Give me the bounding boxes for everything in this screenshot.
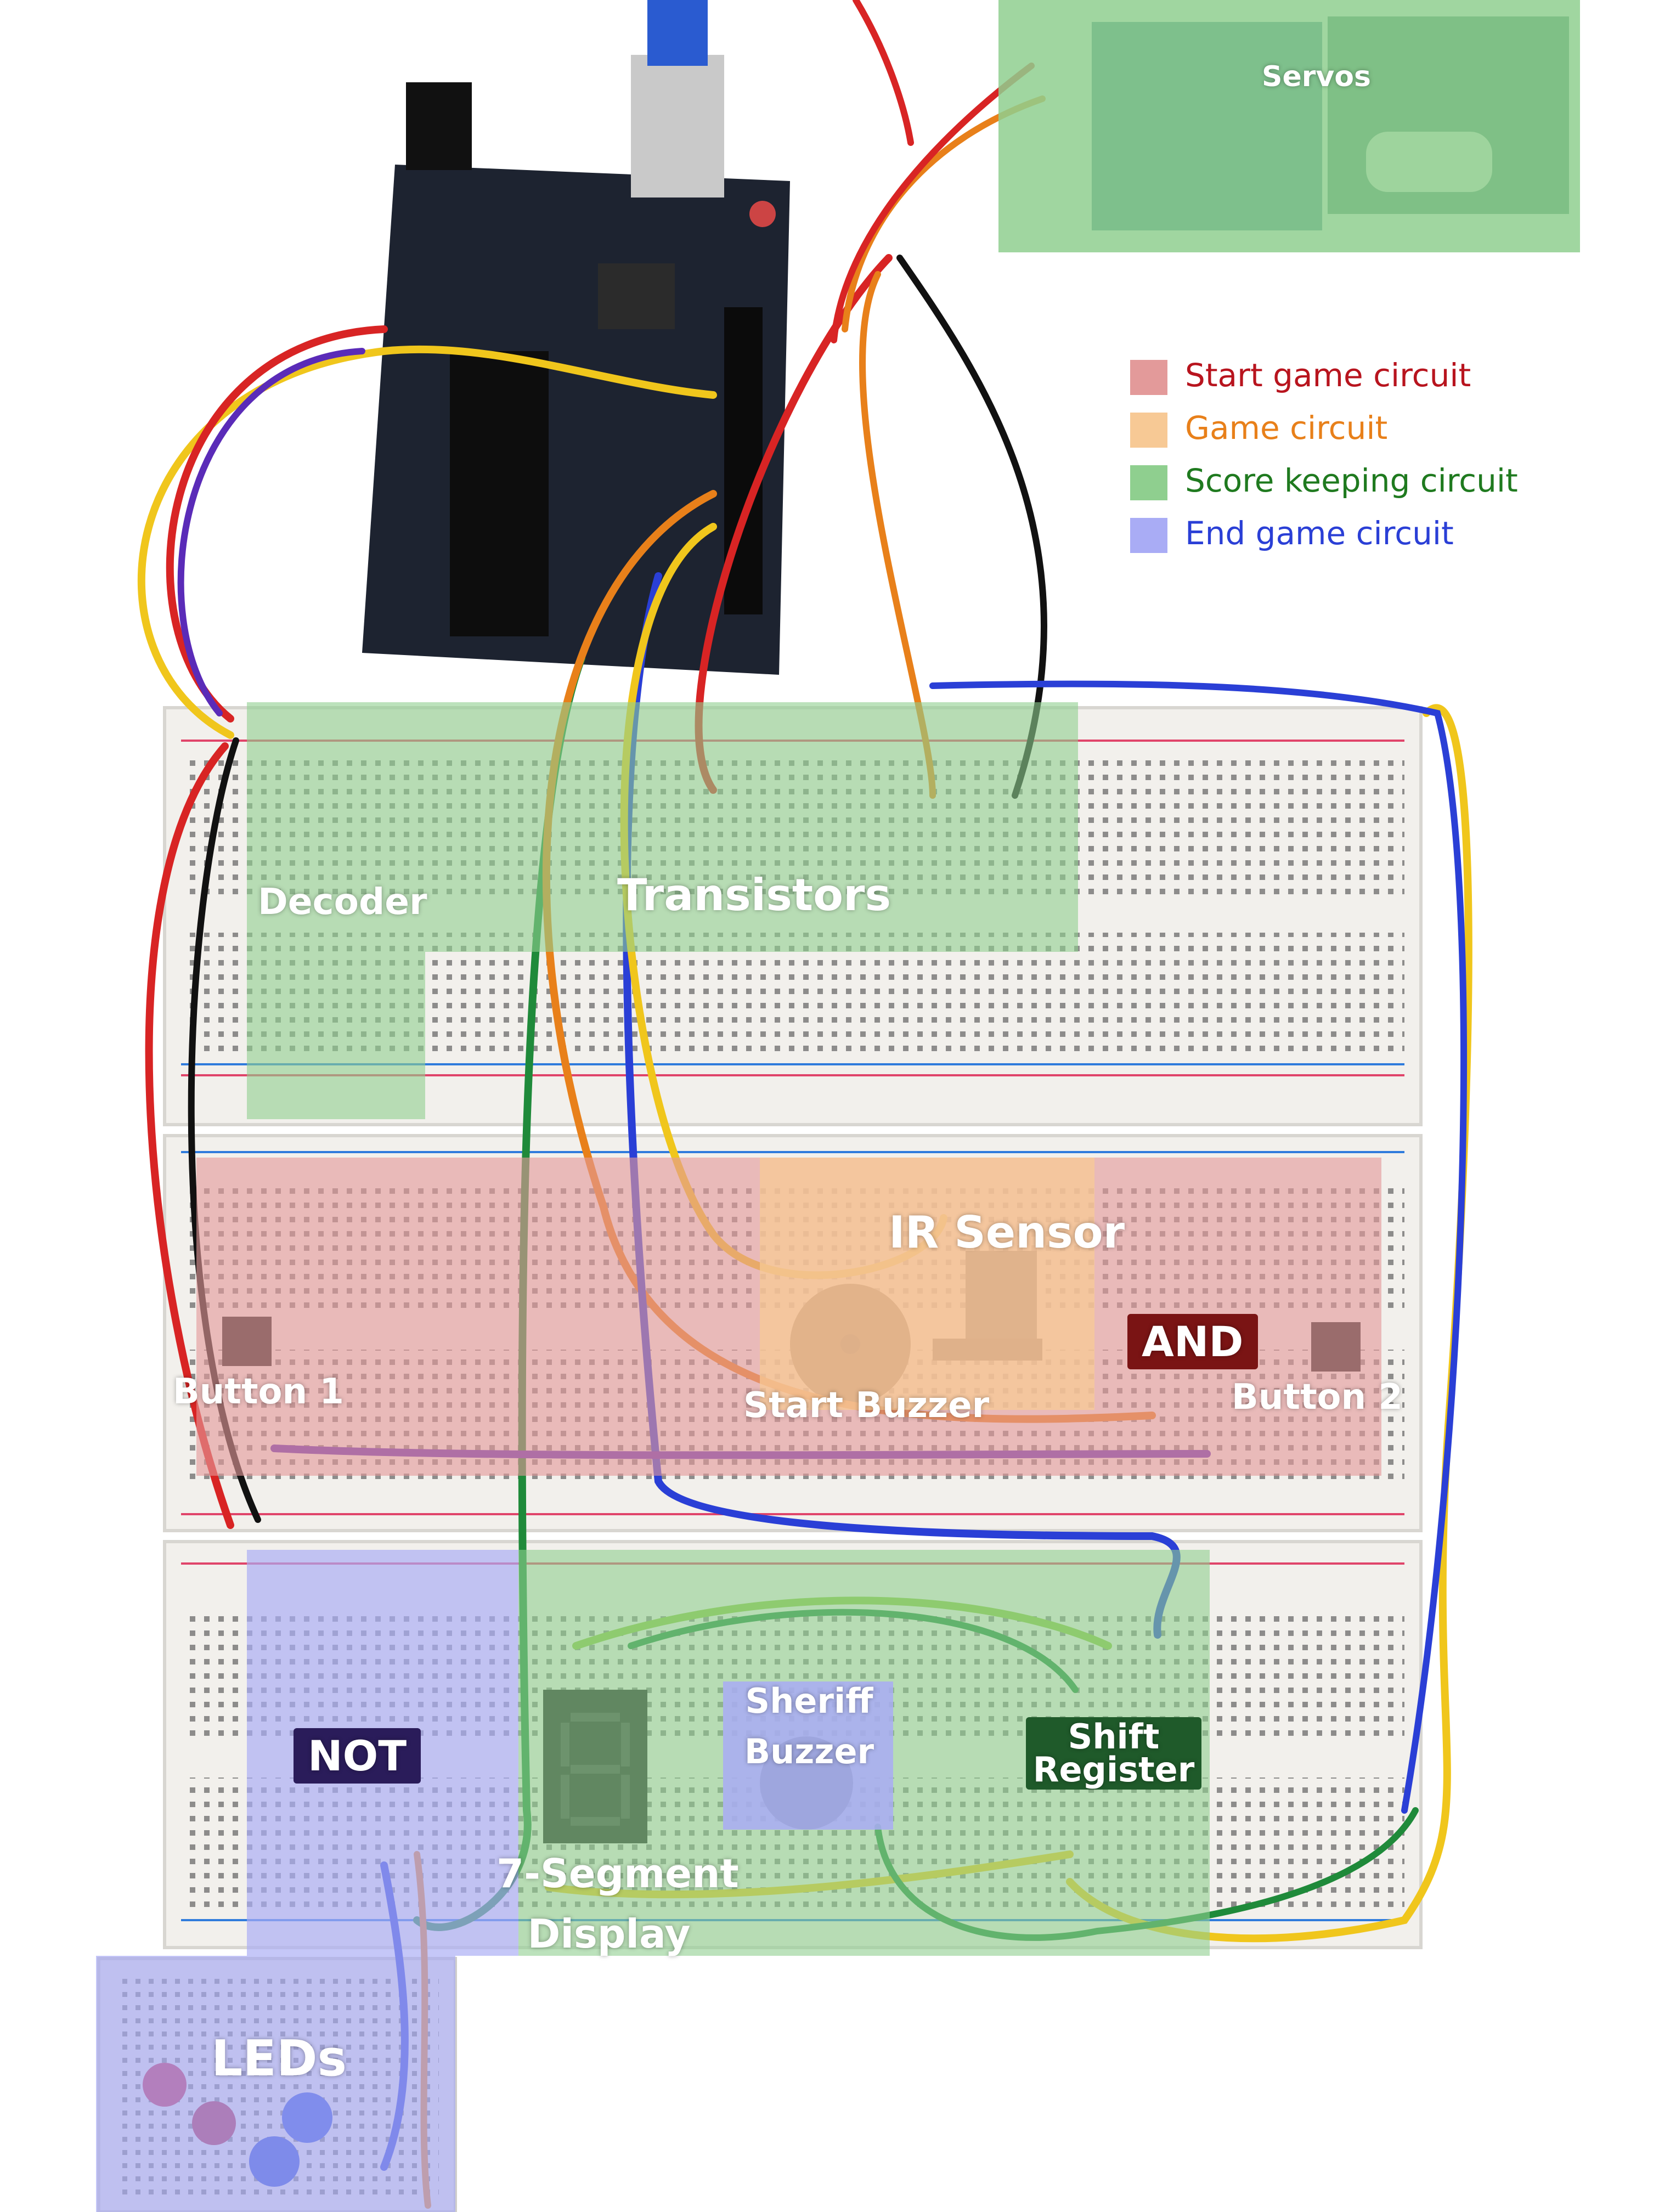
seven-segment-label-line1: 7-Segment xyxy=(496,1850,739,1897)
legend-swatch-start xyxy=(1130,360,1167,395)
legend-item-end-game: End game circuit xyxy=(1130,509,1547,562)
region-servos xyxy=(998,0,1580,252)
and-gate-label: AND xyxy=(1127,1314,1258,1369)
sheriff-buzzer-label-line1: Sheriff xyxy=(745,1681,873,1721)
leds-label: LEDs xyxy=(211,2030,347,2087)
button-2-label: Button 2 xyxy=(1232,1377,1403,1418)
legend-label-score: Score keeping circuit xyxy=(1185,462,1518,499)
arduino-board xyxy=(362,0,790,675)
servos-label: Servos xyxy=(1262,60,1371,93)
legend-item-score: Score keeping circuit xyxy=(1130,456,1547,509)
button-1-label: Button 1 xyxy=(173,1372,344,1412)
transistors-label: Transistors xyxy=(617,870,891,921)
sheriff-buzzer-label-line2: Buzzer xyxy=(744,1731,874,1771)
region-decoder-transistors xyxy=(247,702,1078,1119)
legend-label-start: Start game circuit xyxy=(1185,357,1471,394)
legend-item-start-game: Start game circuit xyxy=(1130,351,1547,404)
start-buzzer-label: Start Buzzer xyxy=(743,1385,990,1426)
legend-swatch-game xyxy=(1130,413,1167,448)
legend-swatch-score xyxy=(1130,465,1167,500)
legend-label-end: End game circuit xyxy=(1185,515,1454,552)
shift-register-label: Shift Register xyxy=(1026,1717,1201,1790)
not-gate-label: NOT xyxy=(294,1728,421,1784)
decoder-label: Decoder xyxy=(258,881,427,923)
sheriff-buzzer-label: Sheriff Buzzer xyxy=(735,1676,883,1777)
region-sheriff-buzzer xyxy=(723,1681,893,1830)
legend-swatch-end xyxy=(1130,518,1167,553)
shift-register-label-line1: Shift xyxy=(1068,1717,1160,1757)
region-game xyxy=(760,1158,1094,1410)
ir-sensor-label: IR Sensor xyxy=(889,1207,1125,1258)
legend-label-game: Game circuit xyxy=(1185,409,1388,447)
seven-segment-label: 7-Segment Display xyxy=(496,1843,739,1964)
legend: Start game circuit Game circuit Score ke… xyxy=(1130,351,1547,562)
legend-item-game: Game circuit xyxy=(1130,404,1547,456)
seven-segment-label-line2: Display xyxy=(527,1911,691,1957)
shift-register-label-line2: Register xyxy=(1032,1750,1195,1790)
region-end-game xyxy=(96,1550,518,2212)
